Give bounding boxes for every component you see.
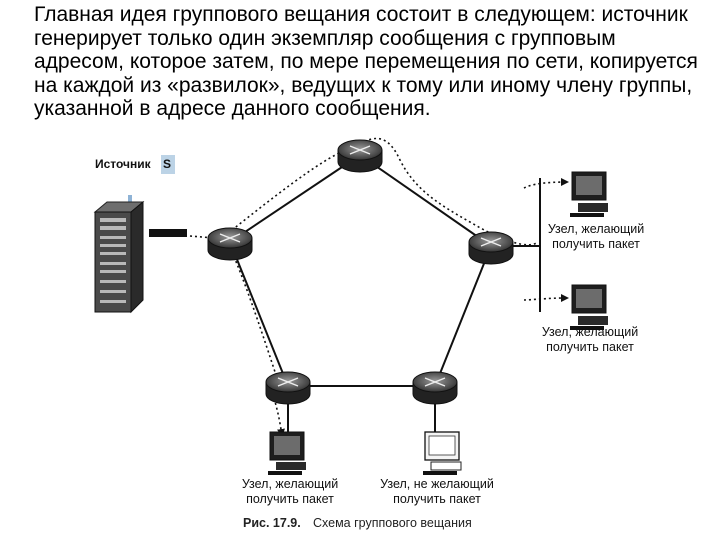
node-label-bottom-right-line2: получить пакет	[393, 492, 481, 506]
intro-paragraph: Главная идея группового вещания состоит …	[34, 3, 698, 120]
computer-icon-right-bottom	[570, 284, 608, 330]
node-label-right-top-line1: Узел, желающий	[548, 222, 644, 236]
node-label-bottom-left-line2: получить пакет	[246, 492, 334, 506]
figure-caption-text: Схема группового вещания	[313, 516, 472, 530]
computer-icon-bottom-right	[423, 431, 462, 475]
packet-icon	[149, 229, 187, 237]
node-label-right-top-line2: получить пакет	[552, 237, 640, 251]
router-left	[207, 227, 253, 261]
source-letter-highlight	[161, 155, 175, 174]
node-label-right-bottom-line1: Узел, желающий	[542, 325, 638, 339]
router-top	[337, 139, 383, 173]
source-label: Источник	[95, 157, 152, 171]
node-label-bottom-left-line1: Узел, желающий	[242, 477, 338, 491]
router-bottom-left	[265, 371, 311, 405]
router-bottom-right	[412, 371, 458, 405]
multicast-path	[189, 137, 569, 437]
figure-caption-number: Рис. 17.9.	[243, 516, 301, 530]
source-letter: S	[163, 157, 171, 171]
node-label-right-bottom-line2: получить пакет	[546, 340, 634, 354]
router-right	[468, 231, 514, 265]
server-icon	[93, 195, 145, 314]
node-label-bottom-right-line1: Узел, не желающий	[380, 477, 494, 491]
computer-icon-right-top	[570, 171, 608, 217]
computer-icon-bottom-left	[268, 431, 306, 475]
